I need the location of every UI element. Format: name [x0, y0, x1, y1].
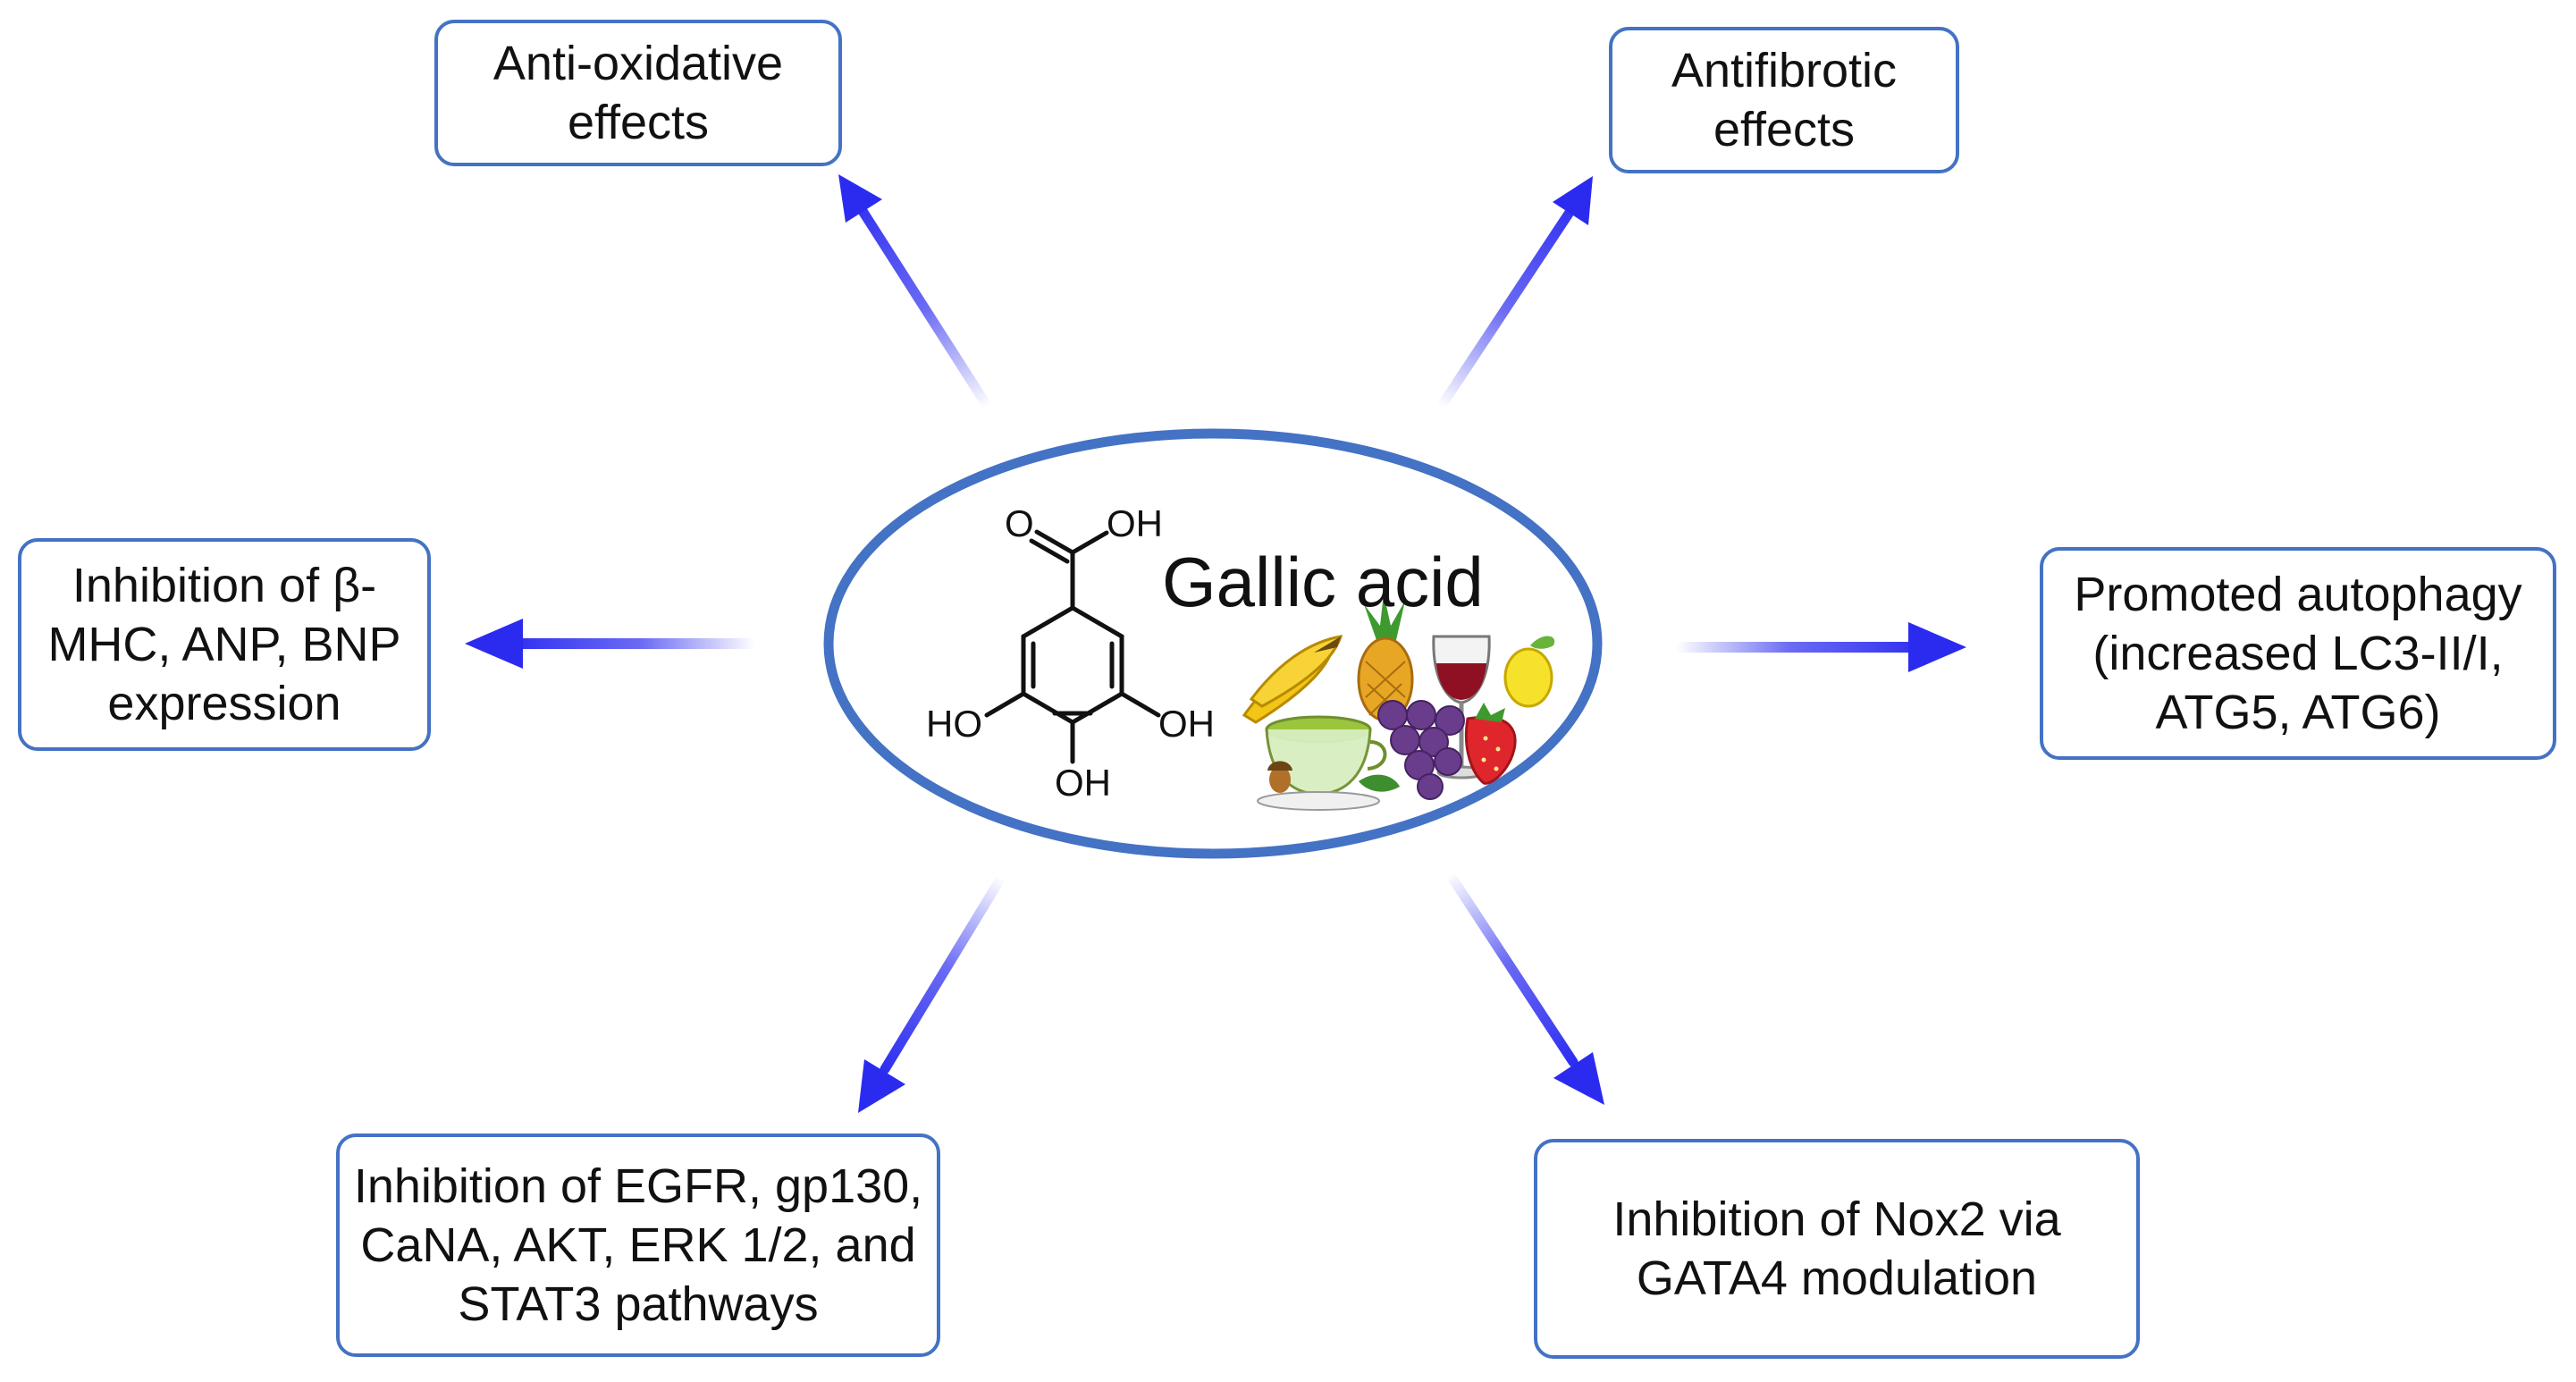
food-sources-illustration	[1242, 594, 1555, 811]
effect-line: CaNA, AKT, ERK 1/2, and	[360, 1218, 916, 1272]
effect-line: STAT3 pathways	[458, 1277, 819, 1331]
effect-line: Promoted autophagy	[2074, 568, 2522, 621]
lemon-icon	[1503, 636, 1555, 708]
effect-line: MHC, ANP, BNP	[47, 618, 401, 671]
effect-line: expression	[107, 677, 341, 730]
effect-line: Antifibrotic	[1671, 44, 1898, 97]
arrow-to-signaling-pathways	[858, 872, 1006, 1113]
effect-line: Inhibition of EGFR, gp130,	[353, 1159, 923, 1213]
grapes-icon	[1377, 700, 1465, 800]
pineapple-icon	[1357, 594, 1414, 722]
banana-icon	[1242, 635, 1343, 724]
left-hydroxyl-label: HO	[926, 703, 982, 745]
effect-box-signaling-pathways: Inhibition of EGFR, gp130, CaNA, AKT, ER…	[336, 1133, 940, 1357]
acorn-icon	[1267, 761, 1292, 793]
carboxyl-oh-label: OH	[1107, 502, 1163, 544]
effect-box-antifibrotic: Antifibrotic effects	[1609, 27, 1959, 173]
gallic-acid-structure-icon	[984, 529, 1161, 764]
effect-line: Inhibition of β-	[72, 559, 377, 612]
right-hydroxyl-label: OH	[1158, 703, 1215, 745]
strawberry-icon	[1464, 703, 1517, 785]
effect-box-anti-oxidative: Anti-oxidative effects	[434, 20, 842, 166]
center-title: Gallic acid	[1162, 543, 1484, 621]
arrow-to-autophagy	[1671, 622, 1966, 672]
green-tea-icon	[1257, 715, 1400, 811]
arrow-to-hypertrophy-markers	[465, 619, 761, 669]
effect-line: effects	[1713, 103, 1856, 156]
effect-box-hypertrophy-markers: Inhibition of β- MHC, ANP, BNP expressio…	[18, 538, 431, 751]
effect-line: ATG5, ATG6)	[2155, 686, 2441, 739]
effect-line: effects	[567, 96, 710, 149]
arrow-to-antifibrotic	[1435, 176, 1593, 412]
arrow-to-nox2-inhibition	[1444, 869, 1604, 1105]
effect-line: Anti-oxidative	[492, 37, 784, 90]
effect-box-autophagy: Promoted autophagy (increased LC3-II/I, …	[2040, 547, 2556, 760]
effect-line: GATA4 modulation	[1636, 1251, 2038, 1305]
effect-line: (increased LC3-II/I,	[2092, 627, 2504, 680]
carbonyl-oxygen-label: O	[1005, 502, 1034, 544]
bottom-hydroxyl-label: OH	[1055, 762, 1111, 804]
arrow-to-anti-oxidative	[838, 174, 993, 412]
effect-line: Inhibition of Nox2 via	[1612, 1192, 2061, 1246]
effect-box-nox2-inhibition: Inhibition of Nox2 via GATA4 modulation	[1534, 1139, 2140, 1359]
red-wine-icon	[1432, 635, 1491, 779]
